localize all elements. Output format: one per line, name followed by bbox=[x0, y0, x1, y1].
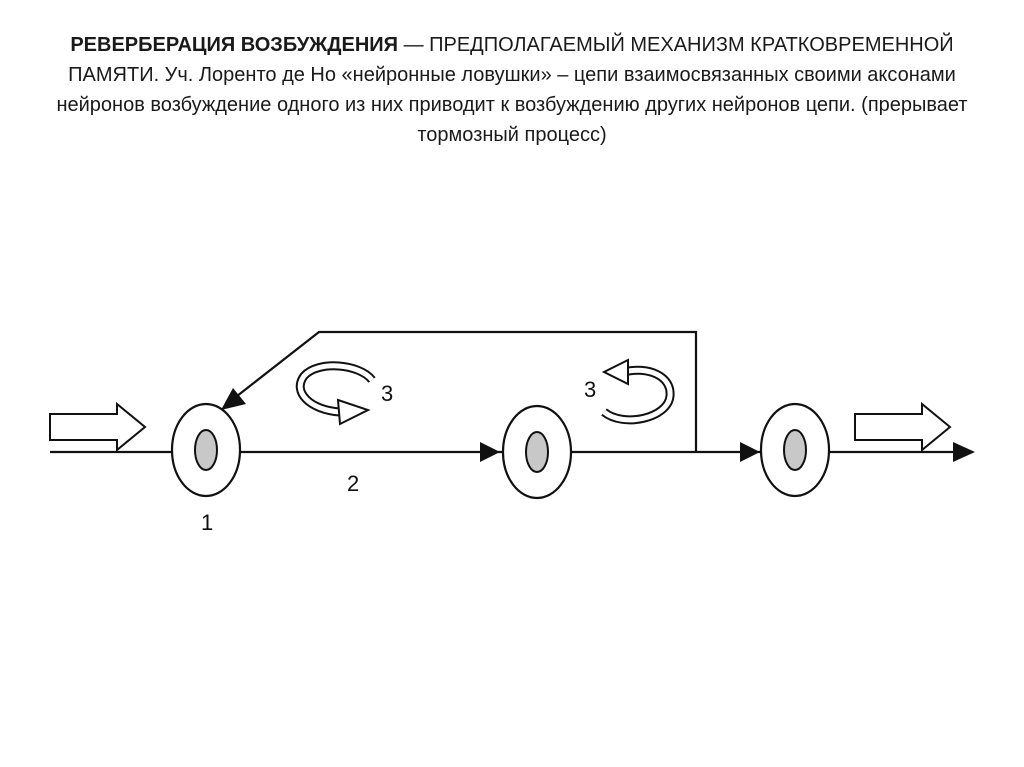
neuron-2-nucleus bbox=[525, 431, 549, 473]
title-term: РЕВЕРБЕРАЦИЯ ВОЗБУЖДЕНИЯ bbox=[70, 34, 399, 56]
output-arrow-icon bbox=[854, 401, 952, 453]
rotation-arrow-icon bbox=[295, 361, 376, 426]
label-axon-2: 2 bbox=[347, 471, 359, 496]
feedback-collateral-path bbox=[231, 330, 698, 452]
neuron-3-nucleus bbox=[783, 429, 807, 471]
input-arrow-icon bbox=[49, 401, 147, 453]
neuron-1-nucleus bbox=[194, 429, 218, 471]
neuron-3 bbox=[759, 402, 831, 498]
label-rotation-left: 3 bbox=[381, 381, 393, 406]
feedback-arrowhead bbox=[221, 388, 246, 410]
slide-description: РЕВЕРБЕРАЦИЯ ВОЗБУЖДЕНИЯ — ПРЕДПОЛАГАЕМЫ… bbox=[40, 30, 984, 150]
arrowhead-to-neuron-2 bbox=[480, 442, 500, 462]
rotation-arrow-icon-right bbox=[601, 358, 675, 425]
label-neuron-1: 1 bbox=[201, 510, 213, 535]
label-rotation-right: 3 bbox=[584, 377, 596, 402]
arrowhead-output bbox=[953, 442, 975, 462]
neuron-1 bbox=[170, 402, 242, 498]
neuron-2 bbox=[501, 404, 573, 500]
arrowhead-to-neuron-3 bbox=[740, 442, 760, 462]
description-text: — ПРЕДПОЛАГАЕМЫЙ МЕХАНИЗМ КРАТКОВРЕМЕННО… bbox=[56, 34, 968, 146]
